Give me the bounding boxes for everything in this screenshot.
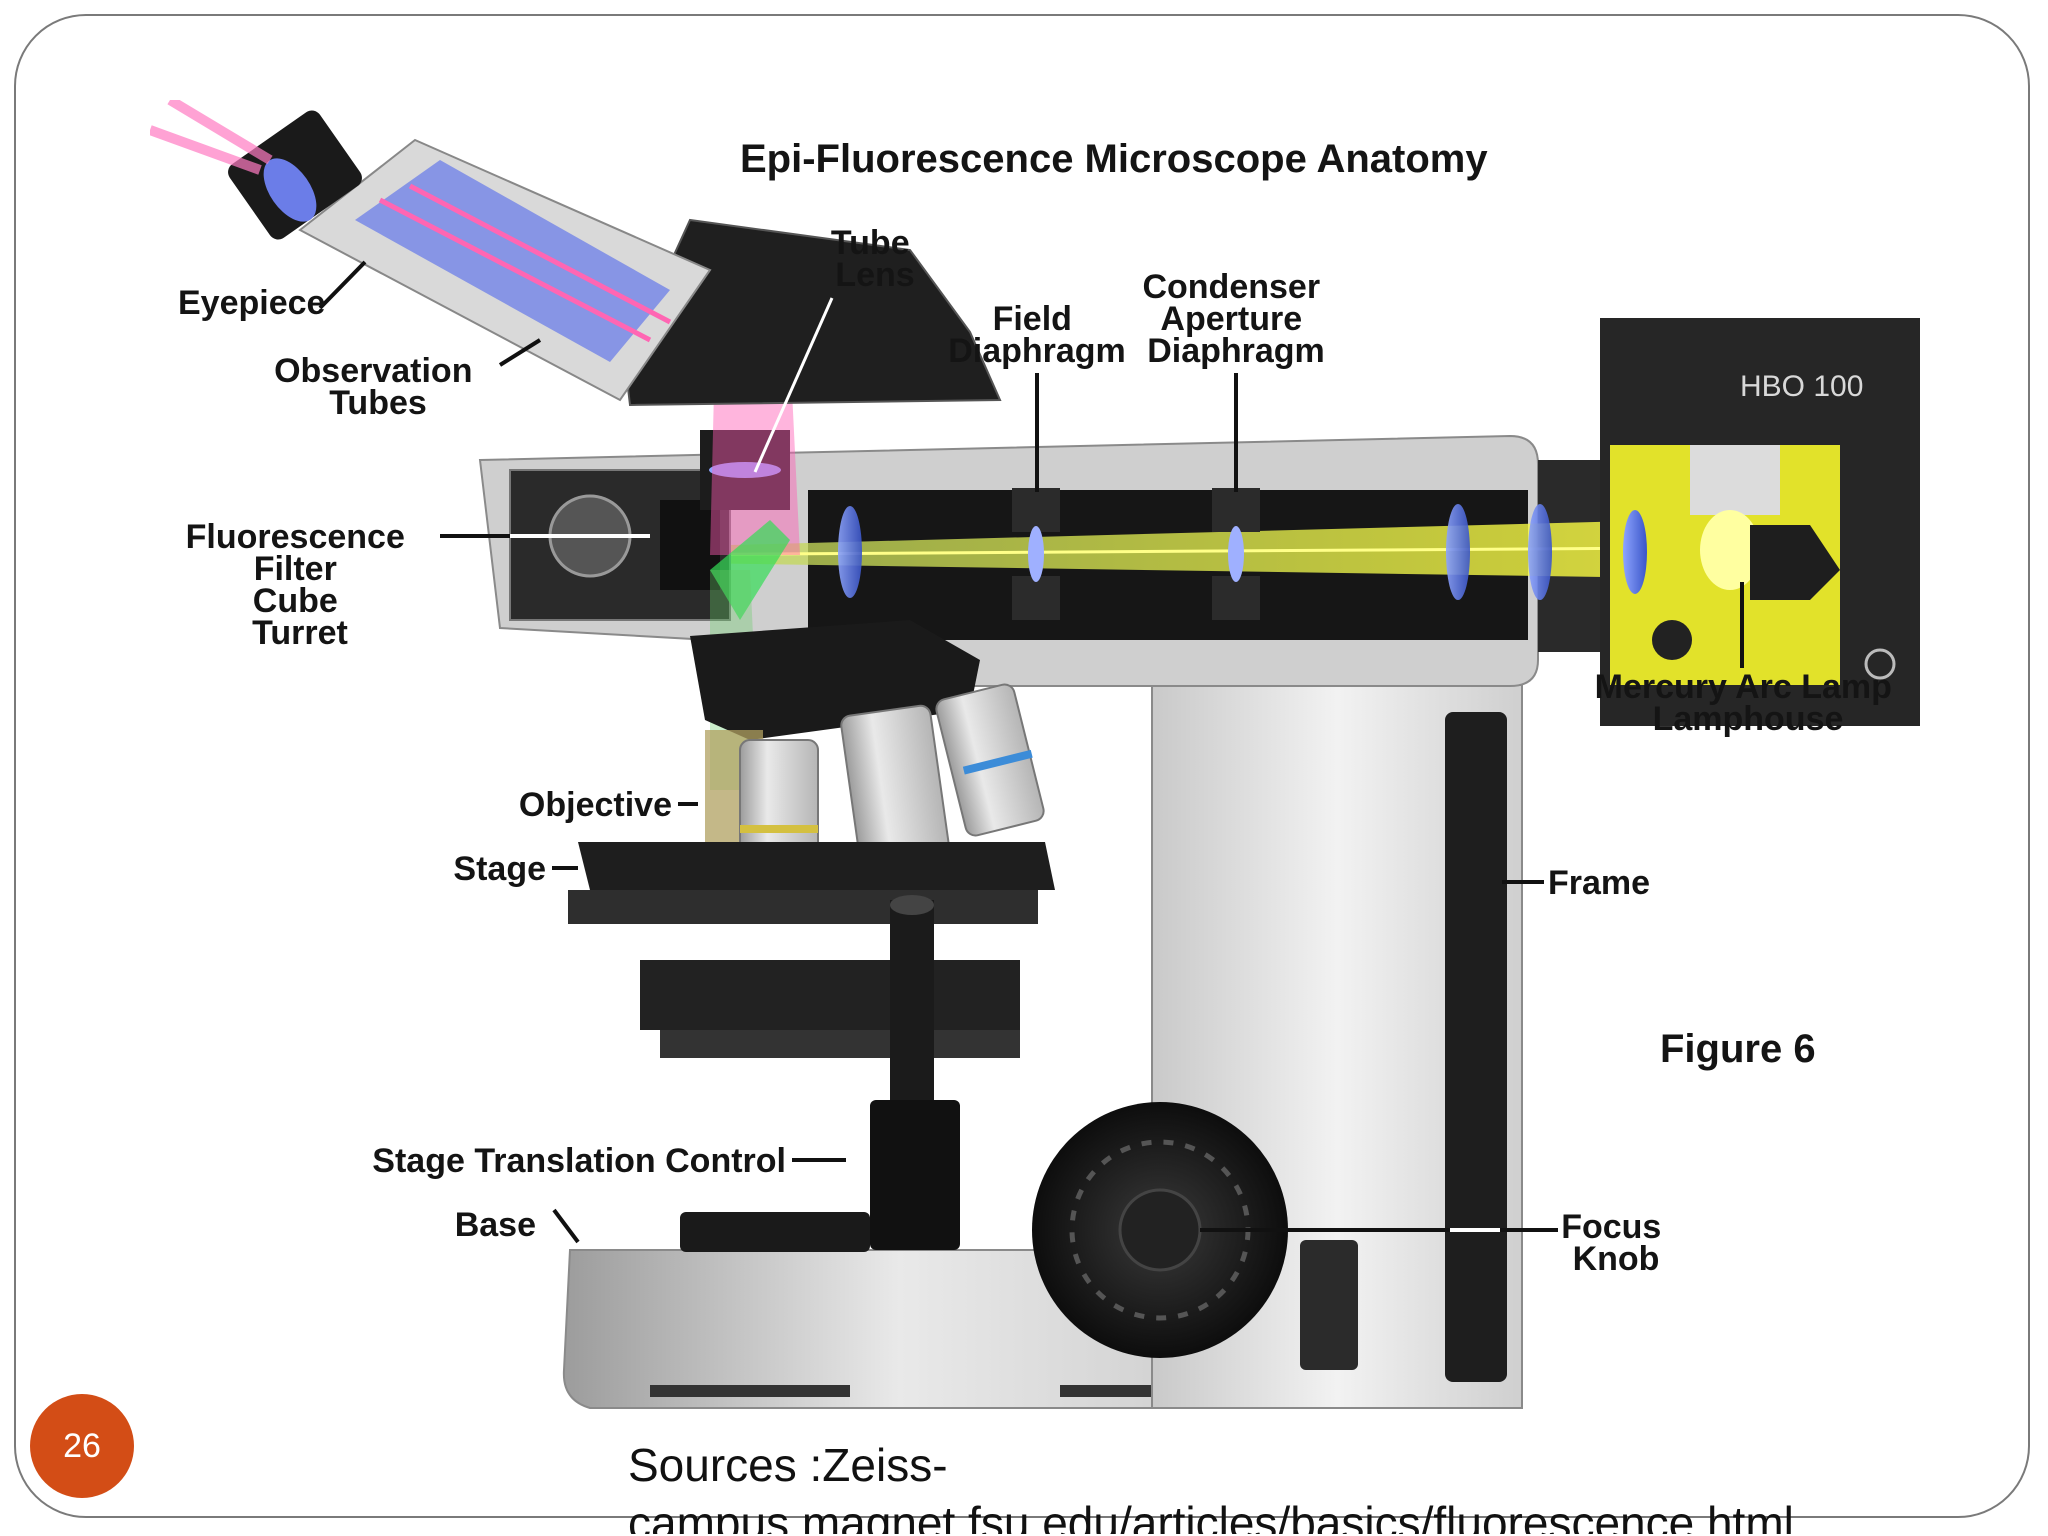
source-citation: Sources :Zeiss-campus.magnet.fsu.edu/art… — [628, 1439, 1794, 1534]
lamp-model-label: HBO 100 — [1740, 370, 1863, 403]
microscope-diagram: Epi-Fluorescence Microscope Anatomy — [150, 100, 1920, 1409]
label-observation-tubes: Observation Tubes — [274, 352, 482, 422]
label-field-diaphragm: Field Diaphragm — [948, 300, 1126, 370]
label-stage-translation-control: Stage Translation Control — [372, 1142, 786, 1180]
page-number-badge: 26 — [30, 1394, 134, 1498]
figure-label: Figure 6 — [1660, 1027, 1816, 1071]
leader-lines — [318, 260, 1744, 1244]
label-stage: Stage — [453, 850, 546, 888]
label-fluorescence-filter-cube-turret: Fluorescence Filter Cube Turret — [186, 518, 415, 652]
label-base: Base — [455, 1206, 536, 1244]
microscope-illustration: HBO 100 — [150, 100, 1920, 1409]
label-mercury-arc-lamp-lamphouse: Mercury Arc Lamp Lamphouse — [1595, 668, 1902, 738]
label-eyepiece: Eyepiece — [178, 284, 325, 322]
label-focus-knob: Focus Knob — [1561, 1208, 1671, 1278]
diagram-title: Epi-Fluorescence Microscope Anatomy — [740, 137, 1488, 181]
label-condenser-aperture-diaphragm: Condenser Aperture Diaphragm — [1142, 268, 1329, 370]
label-objective: Objective — [519, 786, 672, 824]
label-tube-lens: Tube Lens — [831, 224, 919, 294]
label-frame: Frame — [1548, 864, 1650, 902]
